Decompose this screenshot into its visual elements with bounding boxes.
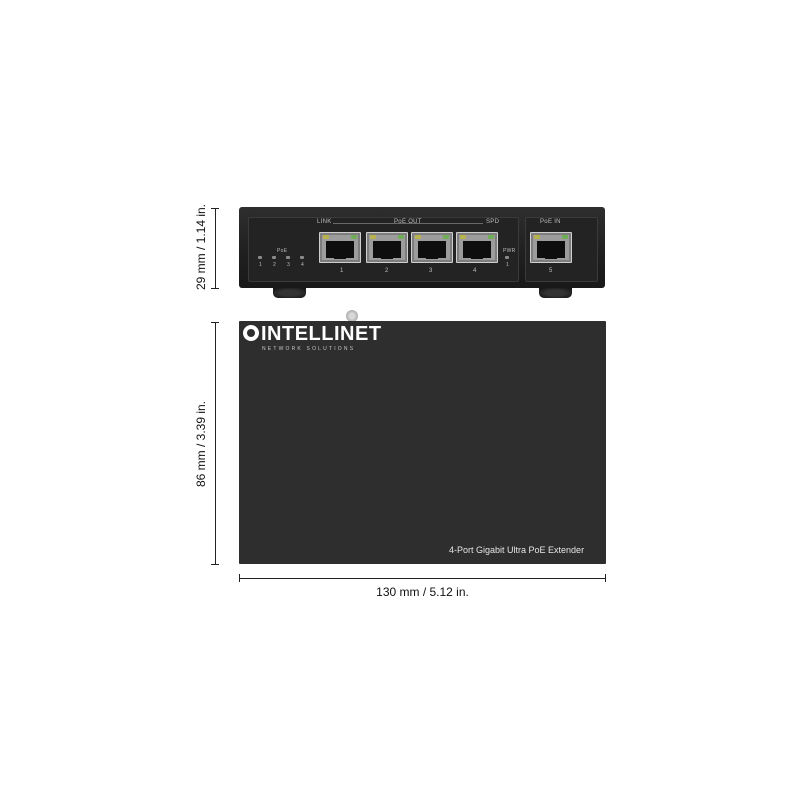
- depth-dimension-label: 86 mm / 3.39 in.: [194, 400, 208, 488]
- poe-out-label: PoE OUT: [394, 219, 422, 225]
- port-led-icon: [443, 235, 449, 239]
- poe-status-label: PoE: [277, 248, 288, 254]
- rj45-port-4: [456, 232, 498, 263]
- height-dimension-label: 29 mm / 1.14 in.: [194, 203, 208, 291]
- height-dimension-line: [215, 208, 216, 288]
- status-led-3: [286, 256, 290, 259]
- port-led-icon: [562, 235, 568, 239]
- dim-tick: [605, 574, 606, 582]
- brand-name: INTELLINET: [261, 323, 382, 345]
- pwr-label: PWR: [503, 248, 516, 254]
- status-led-number: 2: [273, 262, 277, 268]
- rj45-port-2: [366, 232, 408, 263]
- port-number: 4: [473, 268, 477, 274]
- pwr-number: 1: [506, 262, 510, 268]
- port-number: 5: [549, 268, 553, 274]
- brand-tagline: NETWORK SOLUTIONS: [262, 346, 356, 352]
- port-led-icon: [323, 235, 329, 239]
- port-led-icon: [398, 235, 404, 239]
- depth-dimension-line: [215, 322, 216, 564]
- port-led-icon: [534, 235, 540, 239]
- port-number: 1: [340, 268, 344, 274]
- status-led-4: [300, 256, 304, 259]
- port-led-icon: [460, 235, 466, 239]
- pwr-led: [505, 256, 509, 259]
- width-dimension-label: 130 mm / 5.12 in.: [376, 585, 469, 599]
- port-number: 3: [429, 268, 433, 274]
- link-label: LINK: [317, 219, 332, 225]
- port-led-icon: [488, 235, 494, 239]
- dim-tick: [211, 288, 219, 289]
- spd-label: SPD: [486, 219, 500, 225]
- port-led-icon: [370, 235, 376, 239]
- status-led-1: [258, 256, 262, 259]
- status-led-number: 1: [259, 262, 263, 268]
- device-top-view: [239, 321, 606, 564]
- status-led-number: 3: [287, 262, 291, 268]
- model-name: 4-Port Gigabit Ultra PoE Extender: [449, 545, 585, 555]
- status-led-2: [272, 256, 276, 259]
- poe-out-bracket-line: [333, 223, 483, 224]
- screw-icon: [346, 310, 358, 322]
- rj45-port-poe-in: [530, 232, 572, 263]
- brand-mark-icon: [243, 325, 259, 341]
- rubber-foot-left: [273, 288, 306, 298]
- brand-logo: INTELLINET: [243, 323, 382, 346]
- port-led-icon: [415, 235, 421, 239]
- dim-tick: [211, 564, 219, 565]
- rj45-port-1: [319, 232, 361, 263]
- port-led-icon: [351, 235, 357, 239]
- rj45-port-3: [411, 232, 453, 263]
- status-led-number: 4: [301, 262, 305, 268]
- rubber-foot-right: [539, 288, 572, 298]
- width-dimension-line: [239, 578, 606, 579]
- port-number: 2: [385, 268, 389, 274]
- poe-in-label: PoE IN: [540, 219, 561, 225]
